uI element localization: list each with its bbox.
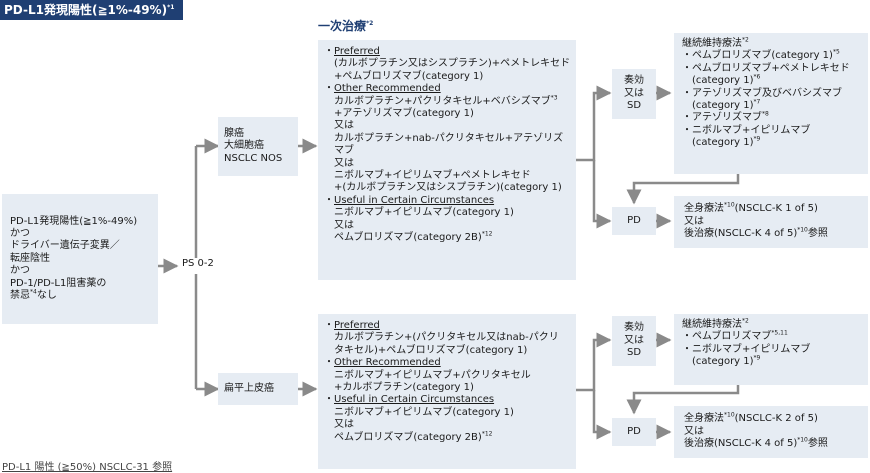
pdl1-high-reference-link[interactable]: PD-L1 陽性 (≧50%) NSCLC-31 参照 (2, 462, 173, 473)
pd-box-bottom: PD (612, 418, 656, 446)
nonsquamous-regimen-box: ・Preferred (カルボプラチン又はシスプラチン)+ペメトレキセド +ペム… (318, 40, 576, 280)
first-line-heading: 一次治療*2 (318, 19, 374, 33)
pd-box-top: PD (612, 207, 656, 235)
pd-therapy-box-top: 全身療法*10(NSCLC-K 1 of 5) 又は 後治療(NSCLC-K 4… (674, 196, 868, 248)
histology-squamous-box: 扁平上皮癌 (218, 373, 298, 405)
page-title: PD-L1発現陽性(≧1%-49%)*1 (0, 0, 183, 20)
ps-label: PS 0-2 (181, 258, 215, 269)
maintenance-box-bottom: 継続維持療法*2 ・ペムブロリズマブ*5,11 ・ニボルマブ+イピリムマブ (c… (674, 314, 868, 385)
maintenance-box-top: 継続維持療法*2 ・ペムブロリズマブ(category 1)*5 ・ペムブロリズ… (674, 33, 868, 174)
histology-nonsquamous-box: 腺癌 大細胞癌 NSCLC NOS (218, 117, 298, 176)
pd-therapy-box-bottom: 全身療法*10(NSCLC-K 2 of 5) 又は 後治療(NSCLC-K 4… (674, 406, 868, 458)
patient-criteria-box: PD-L1発現陽性(≧1%-49%) かつ ドライバー遺伝子変異／ 転座陰性 か… (2, 194, 158, 324)
squamous-regimen-box: ・Preferred カルボプラチン+(パクリタキセル又はnab-パクリ タキセ… (318, 314, 576, 469)
